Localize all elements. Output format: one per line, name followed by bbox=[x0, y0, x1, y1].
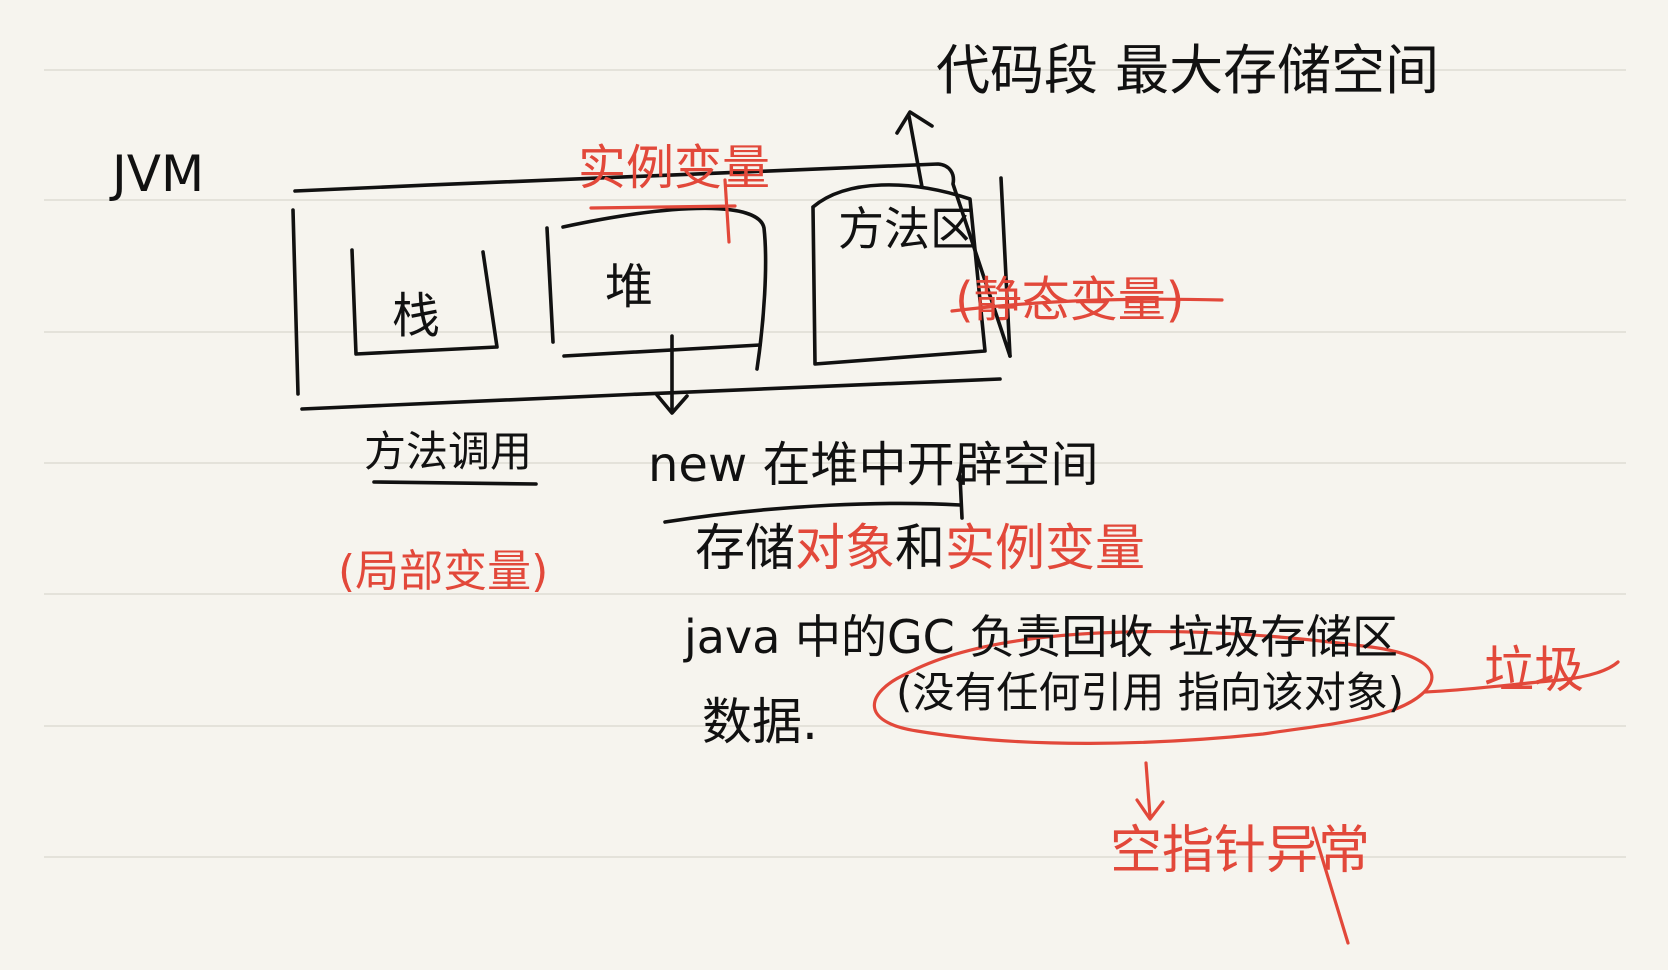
no-reference-label: (没有任何引用 指向该对象) bbox=[896, 668, 1405, 717]
new-heap-space-label: new 在堆中开辟空间 bbox=[648, 437, 1099, 493]
outer-box-right-line bbox=[999, 176, 1012, 358]
store-prefix: 存储 bbox=[695, 519, 795, 577]
and-word: 和 bbox=[895, 519, 945, 577]
new-store-underline bbox=[663, 501, 962, 524]
instance-var-top-tick bbox=[723, 178, 731, 244]
stack-box-outline bbox=[350, 248, 499, 356]
jvm-label: JVM bbox=[112, 145, 205, 203]
gc-line: java 中的GC 负责回收 垃圾存储区 bbox=[684, 610, 1399, 664]
null-pointer-label: 空指针异常 bbox=[1110, 821, 1371, 881]
no-reference-circle bbox=[872, 630, 1434, 745]
heap-box-bottom-line bbox=[562, 343, 762, 358]
heap-box-top-right-line bbox=[561, 206, 768, 371]
method-area-box-outline bbox=[811, 183, 987, 366]
instance-variable-bottom-label: 实例变量 bbox=[945, 519, 1145, 577]
method-call-label: 方法调用 bbox=[364, 427, 533, 476]
null-pointer-tail-stroke bbox=[1311, 826, 1350, 945]
jvm-diagram-red bbox=[589, 178, 1620, 945]
rule-lines bbox=[44, 69, 1626, 858]
local-variable-label: (局部变量) bbox=[338, 546, 549, 597]
instance-variable-top-label: 实例变量 bbox=[578, 140, 771, 196]
heap-box-label: 堆 bbox=[605, 259, 654, 315]
code-segment-arrow-shaft bbox=[907, 114, 924, 189]
outer-box-left-line bbox=[291, 208, 300, 396]
garbage-label: 垃圾 bbox=[1484, 641, 1584, 699]
static-var-underline bbox=[950, 297, 1224, 313]
new-to-store-connector bbox=[958, 474, 964, 520]
garbage-connector bbox=[1423, 660, 1620, 694]
code-segment-arrow-head bbox=[895, 110, 934, 135]
instance-var-top-underline bbox=[589, 204, 737, 210]
outer-box-top-line bbox=[293, 162, 1012, 358]
jvm-diagram-black bbox=[291, 110, 1012, 524]
objects-word: 对象 bbox=[795, 519, 895, 577]
method-area-box-label: 方法区 bbox=[838, 202, 976, 256]
method-call-underline bbox=[372, 480, 538, 486]
code-segment-label: 代码段 最大存储空间 bbox=[936, 39, 1440, 102]
stack-box-label: 栈 bbox=[392, 288, 441, 344]
heap-new-arrow-head bbox=[655, 393, 689, 415]
null-pointer-arrow-shaft bbox=[1144, 761, 1152, 818]
static-variable-label: (静态变量) bbox=[955, 272, 1185, 328]
outer-box-bottom-line bbox=[300, 377, 1002, 411]
data-prefix: 数据. bbox=[702, 693, 818, 751]
null-pointer-arrow-head bbox=[1135, 798, 1165, 821]
heap-box-left-line bbox=[545, 226, 555, 344]
